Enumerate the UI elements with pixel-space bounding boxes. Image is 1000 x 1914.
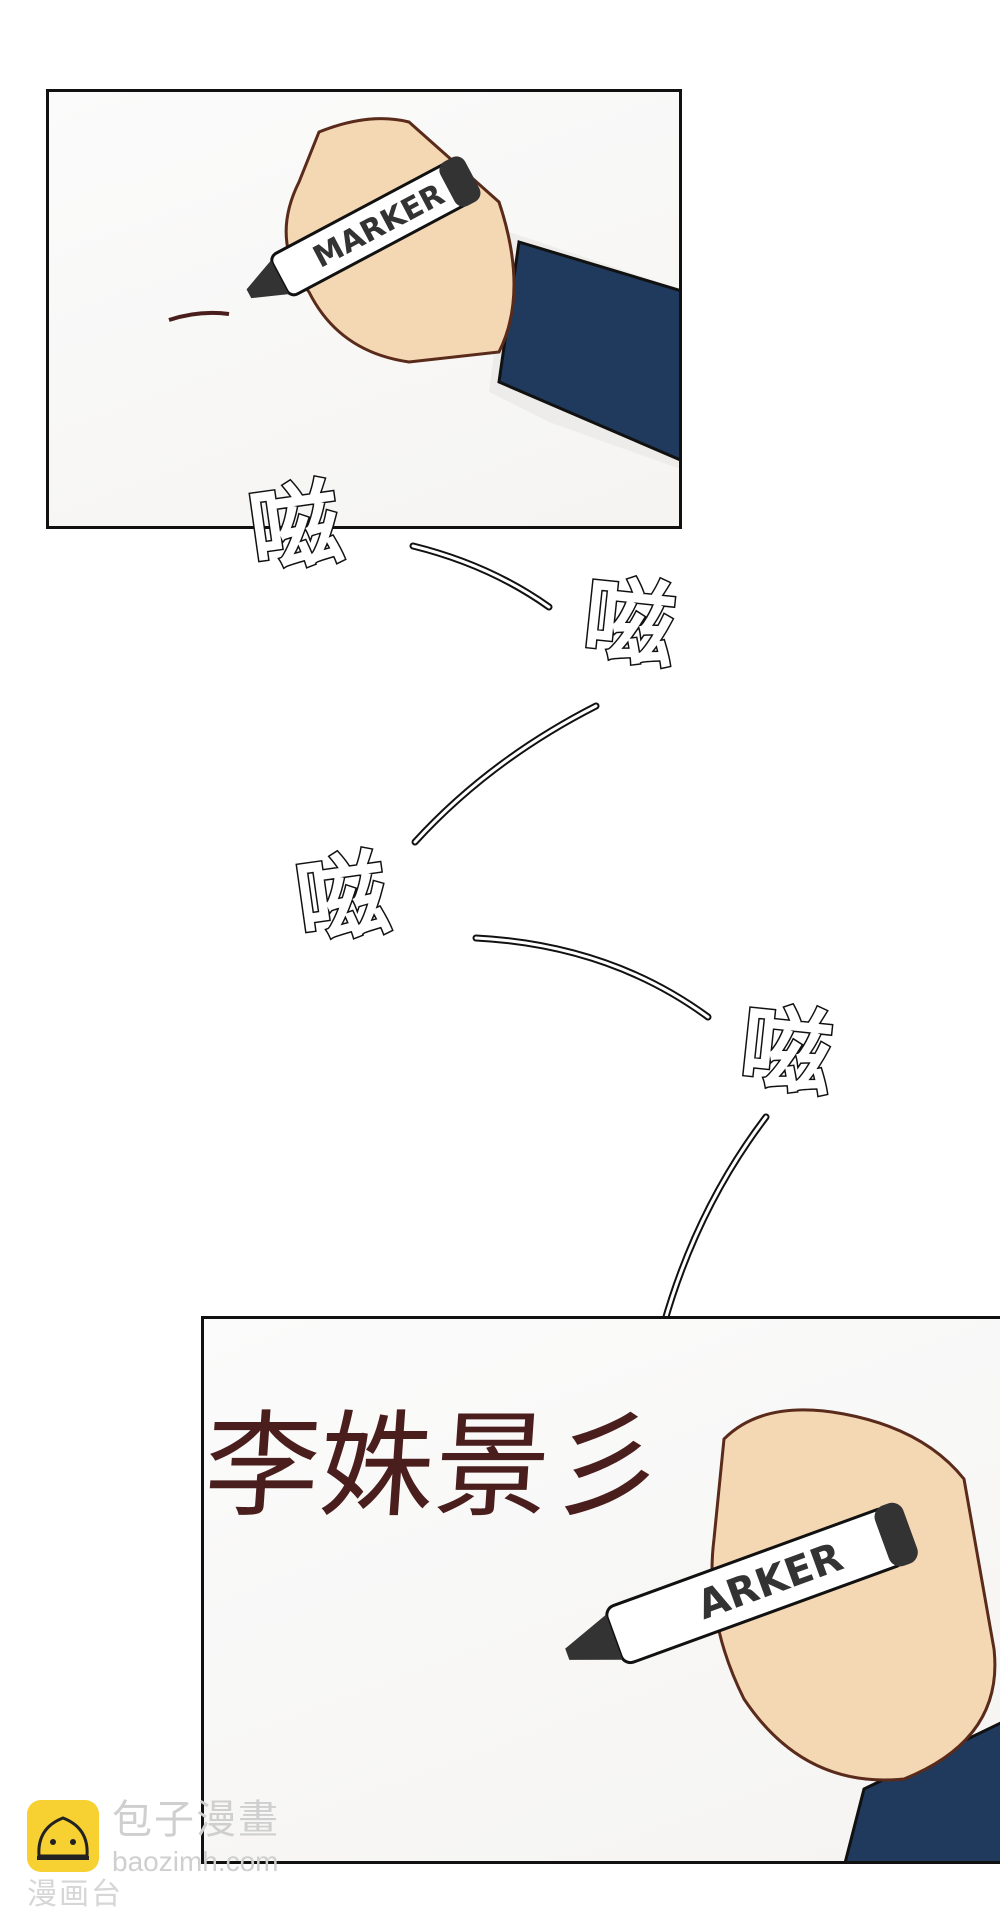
handwritten-name: 李姝景彡 bbox=[200, 1400, 670, 1534]
sound-effect: 嗞 bbox=[288, 838, 397, 960]
watermark-url: baozimh.com bbox=[112, 1846, 279, 1877]
ink-stroke bbox=[168, 310, 230, 322]
watermark-sub: 漫画台 bbox=[27, 1877, 123, 1912]
hand bbox=[710, 1408, 997, 1782]
watermark-brand: 包子漫畫 bbox=[112, 1797, 280, 1843]
sound-effect: 嗞 bbox=[577, 564, 683, 683]
comic-panel-2: ARKER bbox=[201, 1316, 1000, 1864]
sound-effect: 嗞 bbox=[241, 467, 350, 589]
hand-with-marker-illustration: ARKER bbox=[565, 1408, 1000, 1861]
bun-logo-icon bbox=[27, 1800, 99, 1872]
comic-panel-1: MARKER bbox=[46, 89, 682, 529]
sound-effect: 嗞 bbox=[734, 992, 840, 1111]
hand-with-marker-illustration: MARKER bbox=[168, 117, 679, 469]
watermark: 包子漫畫 baozimh.com 漫画台 bbox=[27, 1800, 347, 1914]
